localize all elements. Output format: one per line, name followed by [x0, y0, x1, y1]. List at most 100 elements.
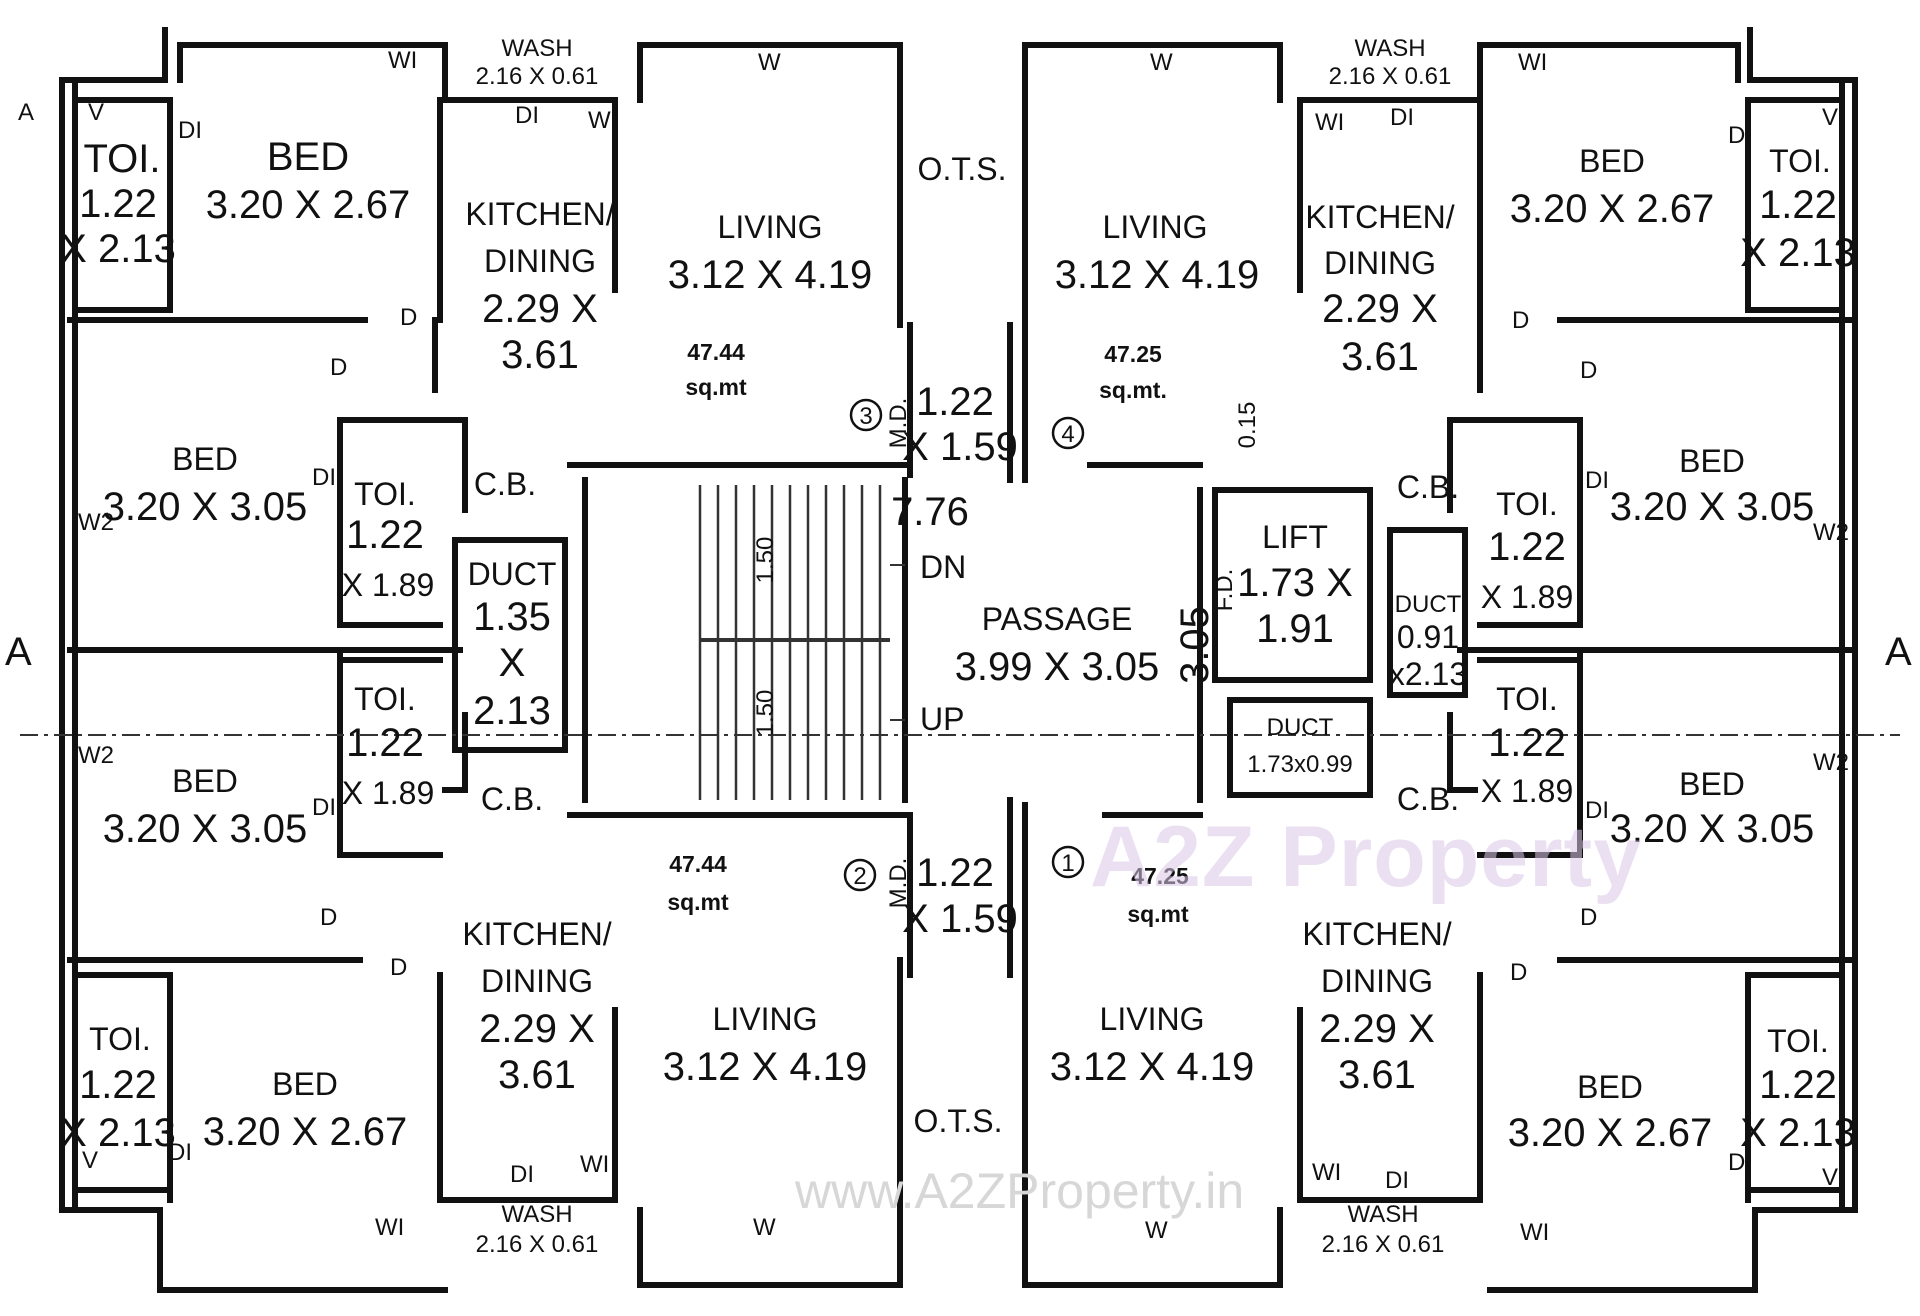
flat-number: 3 — [859, 403, 872, 430]
living-label: LIVING — [1103, 209, 1208, 245]
door-mark-inner: DI — [168, 1139, 192, 1166]
duct-label: DUCT — [1395, 591, 1462, 618]
kitchen-size-1: 2.29 X — [1319, 1007, 1435, 1051]
duct-size-1: 0.91 — [1397, 619, 1459, 655]
watermark-logo: A2Z Property — [1090, 809, 1643, 905]
toilet-height: X 2.13 — [60, 1111, 176, 1155]
door-mark: D — [320, 904, 337, 931]
bed-size: 3.20 X 2.67 — [1508, 1111, 1713, 1155]
toilet-label: TOI. — [354, 681, 416, 717]
fire-door-label: F.D. — [1211, 569, 1238, 612]
flat-number-marker — [849, 398, 883, 432]
living-size: 3.12 X 4.19 — [1055, 253, 1260, 297]
bed-size: 3.20 X 2.67 — [206, 183, 411, 227]
window-mark-inner: WI — [588, 107, 617, 134]
bed-size: 3.20 X 3.05 — [1610, 807, 1815, 851]
walls — [59, 27, 1858, 1293]
living-label: LIVING — [718, 209, 823, 245]
kitchen-size-2: 3.61 — [1341, 335, 1419, 379]
duct-size-1: 1.35 — [473, 595, 551, 639]
toilet-label: TOI. — [1767, 1023, 1829, 1059]
door-mark: D — [400, 304, 417, 331]
left-wing-labels: TOI. 1.22 X 2.13 BED 3.20 X 2.67 KITCHEN… — [60, 35, 1006, 1258]
window-mark-inner: WI — [375, 1214, 404, 1241]
flat-number-marker — [1051, 416, 1085, 450]
main-door-label: M.D. — [885, 398, 912, 449]
main-door-label: M.D. — [885, 858, 912, 909]
toilet-height: X 1.89 — [342, 567, 435, 603]
window-mark: W — [753, 1214, 776, 1241]
door-mark-inner: DI — [312, 794, 336, 821]
kitchen-label-2: DINING — [481, 963, 593, 999]
toilet-width: 1.22 — [346, 513, 424, 557]
lift-size-2: 1.91 — [1256, 607, 1334, 651]
door-mark-inner: DI — [1585, 797, 1609, 824]
kitchen-label: KITCHEN/ — [465, 196, 614, 232]
cb-label: C.B. — [1397, 781, 1459, 817]
ventilator-mark: V — [88, 99, 104, 126]
bed-label: BED — [172, 763, 238, 799]
toilet-label: TOI. — [1496, 486, 1558, 522]
wash-size: 2.16 X 0.61 — [1329, 63, 1452, 90]
flat-number-marker — [1051, 845, 1085, 879]
toilet-label: TOI. — [1496, 681, 1558, 717]
stair-up-label: UP — [920, 701, 964, 737]
toilet-height: X 2.13 — [1740, 1111, 1856, 1155]
window-mark: W — [1145, 1217, 1168, 1244]
flat-area-unit: sq.mt — [667, 889, 729, 915]
kitchen-label-2: DINING — [1321, 963, 1433, 999]
section-marker-left: A — [5, 630, 32, 674]
ventilator-mark: V — [1822, 1164, 1838, 1191]
door-mark-inner: DI — [1728, 1149, 1752, 1176]
duct-size-2: x2.13 — [1389, 656, 1467, 692]
stair-flight-dimension: 1.50 — [752, 537, 779, 584]
window-mark: W — [1150, 49, 1173, 76]
lobby-width: 1.22 — [916, 851, 994, 895]
kitchen-label: KITCHEN/ — [1305, 199, 1454, 235]
living-size: 3.12 X 4.19 — [663, 1045, 868, 1089]
stair-down-label: DN — [920, 549, 966, 585]
dimension-label: 3.05 — [1173, 606, 1217, 684]
toilet-height: X 1.89 — [1481, 579, 1574, 615]
cb-label: C.B. — [481, 781, 543, 817]
passage-label: PASSAGE — [982, 601, 1133, 637]
door-mark: D — [390, 954, 407, 981]
watermark-url: www.A2ZProperty.in — [795, 1163, 1245, 1219]
window-mark-2: W2 — [78, 742, 114, 769]
toilet-height: X 2.13 — [60, 227, 176, 271]
wash-size: 2.16 X 0.61 — [1322, 1231, 1445, 1258]
toilet-height: X 1.89 — [342, 775, 435, 811]
window-mark-inner: WI — [1518, 49, 1547, 76]
ventilator-mark: V — [1822, 104, 1838, 131]
toilet-height: X 1.89 — [1481, 773, 1574, 809]
stair-flight-dimension: 1.50 — [752, 690, 779, 737]
flat-area-unit: sq.mt — [1127, 901, 1189, 927]
core-labels: 1.22 X 1.59 1.22 X 1.59 7.76 DN UP 1.50 … — [752, 380, 1467, 941]
duct-label: DUCT — [468, 556, 557, 592]
passage-size: 3.99 X 3.05 — [955, 645, 1160, 689]
window-mark-inner: WI — [1520, 1219, 1549, 1246]
toilet-width: 1.22 — [1759, 1063, 1837, 1107]
duct-label: DUCT — [1267, 714, 1334, 741]
stair-and-axis — [20, 485, 1900, 800]
window-mark-inner: WI — [1315, 109, 1344, 136]
door-mark-inner: DI — [1728, 122, 1752, 149]
flat-number-marker — [843, 858, 877, 892]
living-size: 3.12 X 4.19 — [1050, 1045, 1255, 1089]
bed-size: 3.20 X 3.05 — [103, 485, 308, 529]
kitchen-label-2: DINING — [1324, 245, 1436, 281]
duct-size-3: 2.13 — [473, 689, 551, 733]
section-marker-top: A — [18, 99, 34, 126]
door-mark-inner: DI — [1585, 467, 1609, 494]
living-label: LIVING — [1100, 1001, 1205, 1037]
bed-label: BED — [1679, 443, 1745, 479]
door-mark: D — [330, 354, 347, 381]
door-mark-inner: DI — [312, 464, 336, 491]
toilet-label: TOI. — [1769, 143, 1831, 179]
door-mark-inner: DI — [515, 102, 539, 129]
door-mark: D — [1512, 307, 1529, 334]
ots-label: O.T.S. — [914, 1103, 1003, 1139]
flat-area: 47.25 — [1131, 863, 1189, 889]
wash-label: WASH — [501, 1201, 572, 1228]
lobby-height: X 1.59 — [902, 897, 1018, 941]
